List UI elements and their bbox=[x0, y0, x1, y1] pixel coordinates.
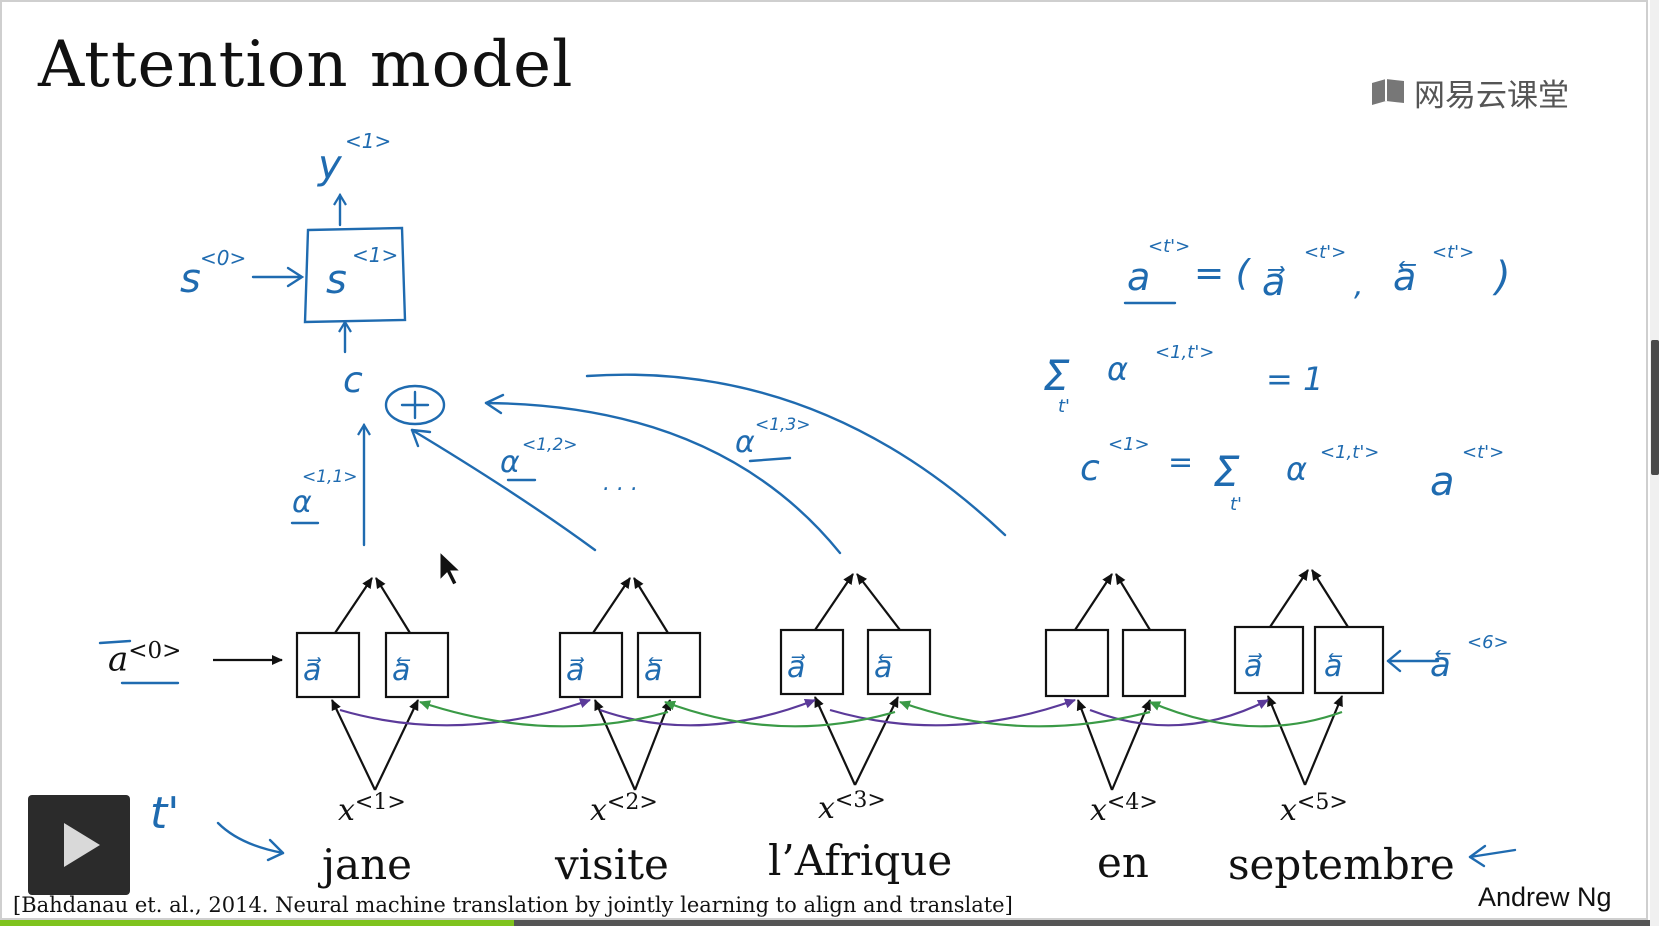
netease-logo: 网易云课堂 bbox=[1370, 70, 1569, 115]
backward-cell-5 bbox=[1313, 625, 1385, 695]
svg-text:<1,2>: <1,2> bbox=[522, 435, 578, 455]
svg-text:<t'>: <t'> bbox=[1432, 242, 1474, 263]
backward-cell-3 bbox=[866, 628, 932, 696]
video-progress-fill bbox=[0, 920, 515, 926]
svg-text:α: α bbox=[500, 445, 520, 480]
svg-text:a⃖: a⃖ bbox=[1393, 255, 1417, 299]
forward-cell-4 bbox=[1044, 628, 1110, 698]
input-word-en: en bbox=[1097, 838, 1149, 887]
input-x4-label: x<4> bbox=[1090, 790, 1158, 828]
svg-text:a⃗: a⃗ bbox=[566, 653, 585, 688]
svg-text:<t'>: <t'> bbox=[1148, 236, 1190, 257]
forward-cell-5 bbox=[1233, 625, 1305, 695]
input-word-visite: visite bbox=[555, 840, 669, 889]
cell-labels: a⃗ a⃖ a⃗ a⃖ a⃗ a⃖ a⃗ a⃖ bbox=[303, 649, 1343, 688]
svg-text:s: s bbox=[326, 257, 347, 303]
video-progress-bar[interactable] bbox=[0, 920, 1659, 926]
svg-text:= (: = ( bbox=[1194, 253, 1252, 294]
forward-cell-1 bbox=[295, 631, 361, 699]
output-arrows bbox=[334, 569, 1349, 634]
input-word-lafrique: l’Afrique bbox=[768, 836, 953, 885]
forward-recurrence-arrows bbox=[339, 698, 1269, 727]
svg-text:c: c bbox=[1080, 448, 1100, 489]
svg-text:<t'>: <t'> bbox=[1462, 442, 1504, 463]
sum-node bbox=[384, 384, 446, 426]
input-word-jane: jane bbox=[322, 840, 412, 889]
svg-text:<0>: <0> bbox=[200, 246, 246, 270]
backward-cell-4 bbox=[1121, 628, 1187, 698]
svg-text:α: α bbox=[1107, 350, 1128, 388]
svg-text:a⃖: a⃖ bbox=[874, 650, 893, 685]
svg-text:. . .: . . . bbox=[603, 471, 638, 496]
scrollbar-thumb[interactable] bbox=[1651, 340, 1659, 475]
backward-cell-2 bbox=[636, 631, 702, 699]
svg-text:<1>: <1> bbox=[352, 243, 398, 267]
svg-text:α: α bbox=[292, 485, 312, 520]
svg-text:a: a bbox=[1430, 459, 1455, 505]
svg-text:): ) bbox=[1492, 254, 1511, 300]
logo-text: 网易云课堂 bbox=[1414, 78, 1569, 114]
encoder-cells bbox=[295, 625, 1385, 699]
forward-cell-2 bbox=[558, 631, 624, 699]
forward-cell-3 bbox=[779, 628, 845, 696]
input-x3-label: x<3> bbox=[818, 788, 886, 826]
svg-text:= 1: = 1 bbox=[1266, 360, 1323, 398]
play-button[interactable] bbox=[28, 795, 130, 895]
svg-text:a: a bbox=[1127, 255, 1150, 299]
svg-text:t': t' bbox=[1058, 396, 1070, 417]
input-word-septembre: septembre bbox=[1228, 840, 1455, 889]
svg-text:<1,t'>: <1,t'> bbox=[1320, 442, 1379, 463]
svg-text:a⃗: a⃗ bbox=[787, 650, 806, 685]
svg-text:t': t' bbox=[1230, 494, 1242, 515]
slide-title: Attention model bbox=[38, 28, 574, 102]
svg-text:<1>: <1> bbox=[345, 129, 391, 153]
svg-text:<6>: <6> bbox=[1467, 632, 1509, 653]
svg-text:a⃗: a⃗ bbox=[1244, 649, 1263, 684]
svg-text:a⃖: a⃖ bbox=[392, 653, 411, 688]
svg-text:c: c bbox=[343, 360, 363, 401]
svg-text:a⃖: a⃖ bbox=[1324, 649, 1343, 684]
backward-recurrence-arrows bbox=[419, 700, 1343, 728]
handwritten-math: y<1> s<0> s<1> c α<1,1> α<1,2> . . . α<1… bbox=[150, 129, 1511, 839]
svg-text:<1,1>: <1,1> bbox=[302, 467, 358, 487]
svg-text:<1,t'>: <1,t'> bbox=[1155, 342, 1214, 363]
mouse-cursor-icon bbox=[439, 550, 462, 586]
svg-text:a⃗: a⃗ bbox=[1262, 260, 1286, 304]
svg-text:y: y bbox=[317, 142, 343, 188]
input-x2-label: x<2> bbox=[590, 790, 658, 828]
svg-text:Σ: Σ bbox=[1213, 447, 1240, 496]
svg-text:=: = bbox=[1168, 445, 1193, 480]
svg-text:α: α bbox=[735, 425, 755, 460]
handwritten-annotations bbox=[98, 195, 1517, 868]
a0-label: a<0> bbox=[108, 638, 182, 680]
input-x5-label: x<5> bbox=[1280, 790, 1348, 828]
svg-text:<1,3>: <1,3> bbox=[755, 415, 811, 435]
svg-text:α: α bbox=[1286, 450, 1307, 488]
input-arrows bbox=[331, 695, 1344, 791]
svg-text:a⃖: a⃖ bbox=[1430, 645, 1451, 685]
author-name: Andrew Ng bbox=[1478, 882, 1612, 912]
svg-text:t': t' bbox=[150, 788, 179, 839]
svg-text:Σ: Σ bbox=[1043, 351, 1070, 400]
play-icon bbox=[64, 823, 100, 867]
citation: [Bahdanau et. al., 2014. Neural machine … bbox=[13, 893, 1013, 917]
svg-text:a⃖: a⃖ bbox=[644, 653, 663, 688]
svg-text:<t'>: <t'> bbox=[1304, 242, 1346, 263]
backward-cell-1 bbox=[384, 631, 450, 699]
svg-text:a⃗: a⃗ bbox=[303, 653, 322, 688]
svg-text:s: s bbox=[180, 256, 201, 302]
svg-text:<1>: <1> bbox=[1108, 434, 1150, 455]
book-icon bbox=[1372, 78, 1404, 105]
decoder-state-box bbox=[303, 226, 407, 324]
svg-text:,: , bbox=[1354, 268, 1364, 303]
input-x1-label: x<1> bbox=[338, 790, 406, 828]
